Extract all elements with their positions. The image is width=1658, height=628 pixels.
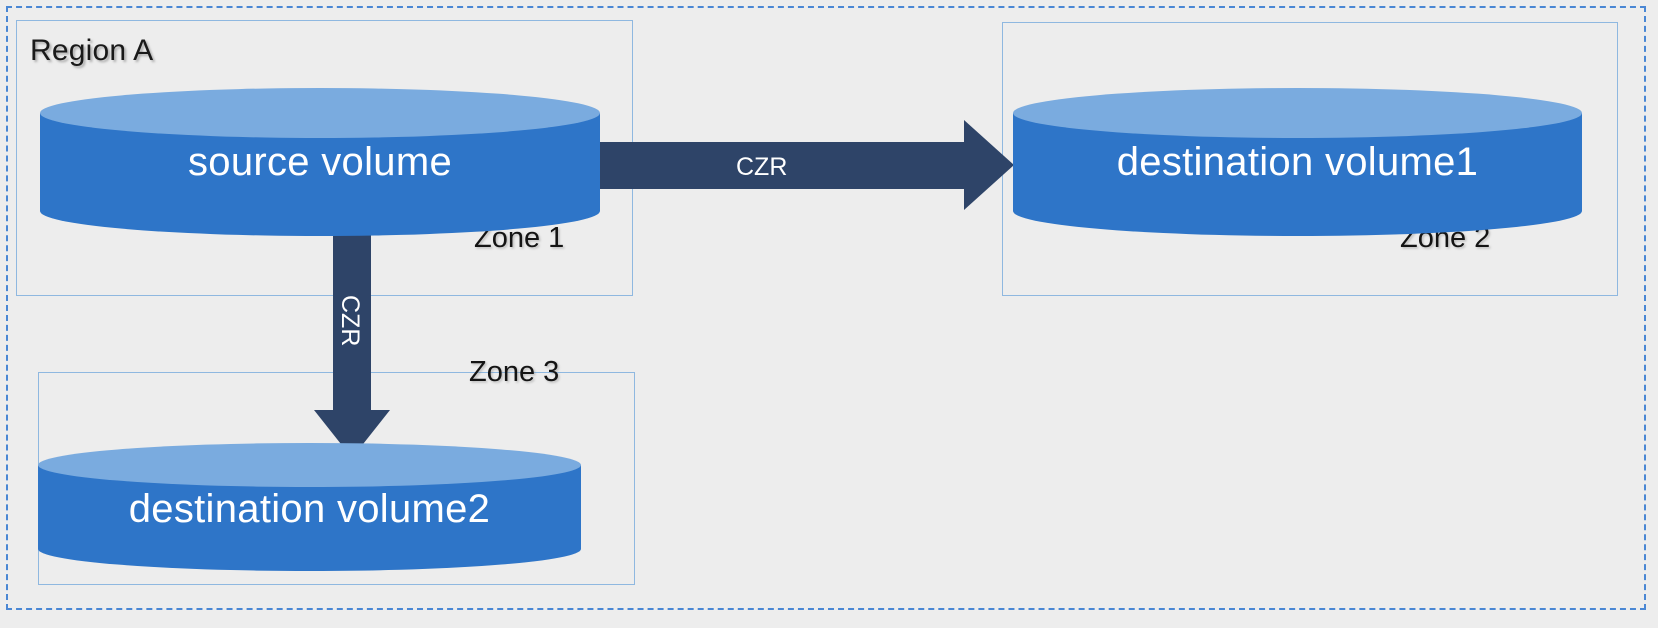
source-volume-cylinder[interactable]: source volume: [40, 88, 600, 236]
destination-volume1-cylinder[interactable]: destination volume1: [1013, 88, 1582, 236]
czr-label-horizontal: CZR: [736, 153, 788, 181]
czr-arrow-horizontal-shaft: [568, 142, 985, 189]
destination-volume2-label: destination volume2: [128, 487, 491, 531]
cylinder-top-ellipse: [40, 88, 600, 138]
czr-arrow-vertical-shaft: [333, 222, 371, 418]
czr-arrow-horizontal-head: [964, 120, 1014, 210]
region-a-boundary: [6, 6, 1646, 610]
cylinder-top-ellipse: [1013, 88, 1582, 138]
region-a-label: Region A: [30, 34, 154, 67]
destination-volume2-cylinder[interactable]: destination volume2: [38, 443, 581, 571]
source-volume-label: source volume: [187, 140, 453, 184]
zone-3-label: Zone 3: [469, 356, 560, 388]
destination-volume1-label: destination volume1: [1116, 140, 1479, 184]
czr-label-vertical: CZR: [336, 295, 364, 347]
cylinder-top-ellipse: [38, 443, 581, 487]
